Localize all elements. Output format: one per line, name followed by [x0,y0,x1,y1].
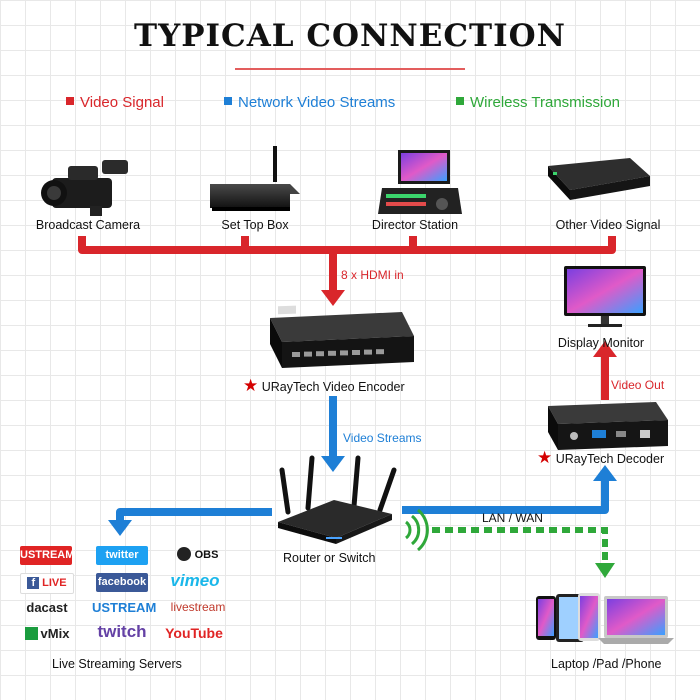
legend-wireless: Wireless Transmission [456,94,620,111]
encoder-label-text: URayTech Video Encoder [261,380,405,394]
hdmi-port-icon [352,350,360,355]
router-label: Router or Switch [283,551,376,565]
vmix-logo: vMix [18,624,76,643]
encoder-label: ★ URayTech Video Encoder [243,376,405,396]
facebook-logo: facebook [96,573,148,592]
ustream-logo: USTREAM [20,546,74,565]
arrow-up-icon [593,341,617,357]
hdmi-port-icon [292,352,300,357]
arrow-down-icon [595,563,615,578]
legend-video-signal: Video Signal [66,94,164,111]
source-label-set-top-box: Set Top Box [221,218,289,232]
decoder-label: ★ URayTech Decoder [537,448,664,468]
ustream-text-logo: USTREAM [92,600,157,615]
hdmi-port-icon [316,351,324,357]
decoder-icon [548,402,668,450]
youtube-logo: YouTube [165,625,223,641]
encoder-hdmi-ports [292,349,384,357]
video-signal-lines [78,236,617,400]
router-icon [278,455,397,544]
set-top-box-icon [210,146,300,211]
devices-label: Laptop /Pad /Phone [551,657,662,671]
display-monitor-icon [564,266,646,327]
video-encoder-icon [270,305,414,368]
live-text: LIVE [42,577,67,589]
obs-text: OBS [194,549,219,561]
hdmi-port-icon [364,349,372,355]
decoder-label-text: URayTech Decoder [555,452,665,466]
hdmi-port-icon [376,349,384,355]
legend-network-streams: Network Video Streams [224,94,395,111]
broadcast-camera-icon [41,160,128,216]
other-video-device-icon [548,158,650,200]
network-lines [108,396,617,536]
legend-label: Video Signal [80,94,164,111]
vimeo-logo: vimeo [170,571,220,590]
servers-label: Live Streaming Servers [52,657,182,671]
legend-square-icon [66,97,74,105]
facebook-f-icon: f [27,577,40,589]
display-monitor-label: Display Monitor [557,336,645,350]
wireless-lines [404,508,615,578]
legend-square-icon [456,97,464,105]
arrow-down-icon [108,520,132,536]
twitter-logo: twitter [96,546,148,565]
vmix-icon [24,627,38,640]
hdmi-port-icon [304,351,312,357]
vmix-text: vMix [40,626,70,641]
legend-label: Wireless Transmission [470,94,621,111]
obs-logo: OBS [170,546,225,565]
twitch-logo: twitch [97,622,147,641]
star-icon: ★ [243,376,259,395]
title-underline [235,68,465,70]
hdmi-port-icon [340,350,348,356]
video-streams-label: Video Streams [343,431,422,445]
legend-square-icon [224,97,232,105]
page-title: TYPICAL CONNECTION [134,18,566,54]
obs-icon [176,547,191,561]
hdmi-port-icon [328,350,336,356]
star-icon: ★ [537,448,553,467]
video-out-label: Video Out [611,378,665,392]
director-station-icon [378,150,462,214]
dacast-logo: dacast [26,600,68,615]
arrow-down-icon [321,456,345,472]
devices-icon [536,593,674,644]
hdmi-in-label: 8 x HDMI in [341,268,404,282]
source-label-camera: Broadcast Camera [35,218,141,232]
lan-wan-label: LAN / WAN [482,511,543,525]
arrow-up-icon [593,465,617,481]
source-label-other: Other Video Signal [555,218,661,232]
arrow-down-icon [321,290,345,306]
legend-label: Network Video Streams [238,94,396,111]
source-label-director: Director Station [371,218,459,232]
livestream-logo: livestream [170,600,226,614]
